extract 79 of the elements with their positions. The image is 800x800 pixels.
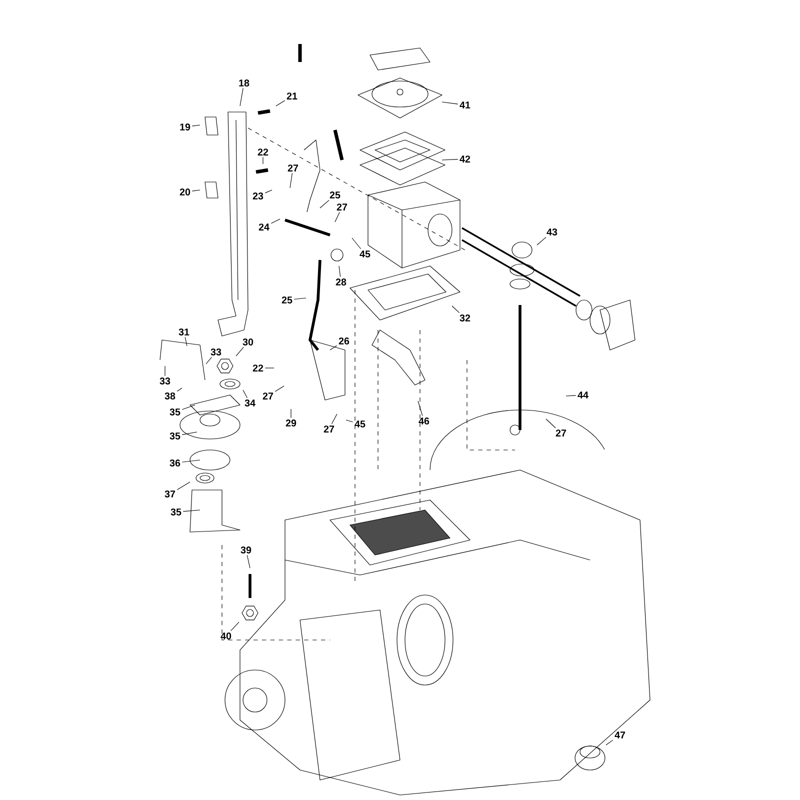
leader-line — [242, 390, 248, 398]
callout-number: 30 — [242, 338, 254, 346]
leader-line — [606, 740, 614, 746]
leader-line — [262, 156, 264, 164]
leader-line — [442, 159, 458, 160]
leader-line — [546, 418, 556, 428]
callout-number: 27 — [262, 392, 274, 400]
callout-number: 39 — [240, 546, 252, 554]
leader-line — [418, 400, 423, 416]
leader-line — [182, 432, 198, 435]
leader-line — [192, 124, 200, 126]
leader-line — [290, 172, 293, 188]
leader-line — [246, 554, 250, 568]
leader-line — [240, 88, 244, 106]
leader-line — [352, 238, 362, 250]
leader-line — [182, 404, 196, 410]
leader-line — [206, 356, 212, 364]
leader-line — [566, 395, 576, 396]
callout-number: 20 — [180, 188, 190, 196]
callout-number: 45 — [360, 250, 370, 258]
leader-line — [334, 212, 340, 222]
callout-number: 32 — [460, 314, 470, 322]
callout-number: 36 — [170, 460, 180, 466]
callout-number: 26 — [338, 338, 350, 344]
callout-number: 27 — [556, 430, 566, 436]
leader-line — [176, 388, 182, 392]
callout-number: 35 — [170, 408, 180, 416]
leader-line — [176, 482, 190, 490]
callout-number: 28 — [336, 278, 346, 286]
leader-line — [290, 408, 292, 418]
leader-line — [236, 346, 244, 356]
callout-number: 27 — [288, 164, 298, 172]
callout-number: 46 — [418, 418, 430, 424]
callout-number: 22 — [258, 148, 268, 156]
callout-number: 45 — [354, 420, 366, 428]
leader-line — [346, 420, 354, 422]
callout-number: 43 — [546, 228, 558, 236]
callout-number: 47 — [614, 732, 626, 738]
callout-number: 18 — [239, 80, 250, 86]
leader-line — [182, 460, 200, 462]
callout-number: 19 — [180, 124, 190, 130]
callout-number: 31 — [178, 328, 190, 336]
callout-number: 29 — [286, 420, 296, 426]
leader-line — [270, 218, 280, 224]
leader-line — [452, 306, 460, 314]
callout-number: 41 — [460, 102, 470, 108]
callout-number: 37 — [164, 490, 176, 498]
callout-number: 44 — [578, 392, 588, 398]
callout-number: 33 — [160, 378, 170, 384]
leader-line — [331, 414, 338, 424]
callout-number: 35 — [170, 432, 180, 440]
leader-line — [192, 190, 200, 192]
leader-line — [536, 236, 546, 246]
callout-number: 35 — [170, 508, 182, 516]
callout-number: 25 — [330, 192, 340, 198]
callout-number: 27 — [336, 204, 348, 210]
callout-number: 42 — [460, 156, 470, 162]
leader-line — [338, 266, 341, 278]
callout-number: 33 — [210, 348, 222, 356]
callout-number: 27 — [324, 426, 334, 432]
callout-number: 22 — [252, 364, 264, 372]
leader-line — [320, 200, 330, 208]
callout-number: 38 — [164, 392, 176, 400]
callout-number: 23 — [252, 192, 264, 200]
callout-number: 34 — [244, 400, 256, 406]
callout-number: 24 — [258, 224, 270, 230]
leader-line — [184, 336, 188, 346]
leader-line — [274, 386, 284, 392]
leader-line — [442, 102, 458, 104]
leader-line — [276, 100, 286, 106]
leader-line — [294, 298, 306, 300]
callout-number: 25 — [282, 296, 292, 304]
leader-line — [182, 510, 200, 512]
leader-line — [164, 366, 166, 376]
callout-number: 21 — [286, 92, 298, 100]
leader-line — [230, 622, 240, 632]
leader-line — [330, 345, 338, 350]
leader-line — [264, 190, 272, 194]
callout-number: 40 — [220, 632, 232, 640]
